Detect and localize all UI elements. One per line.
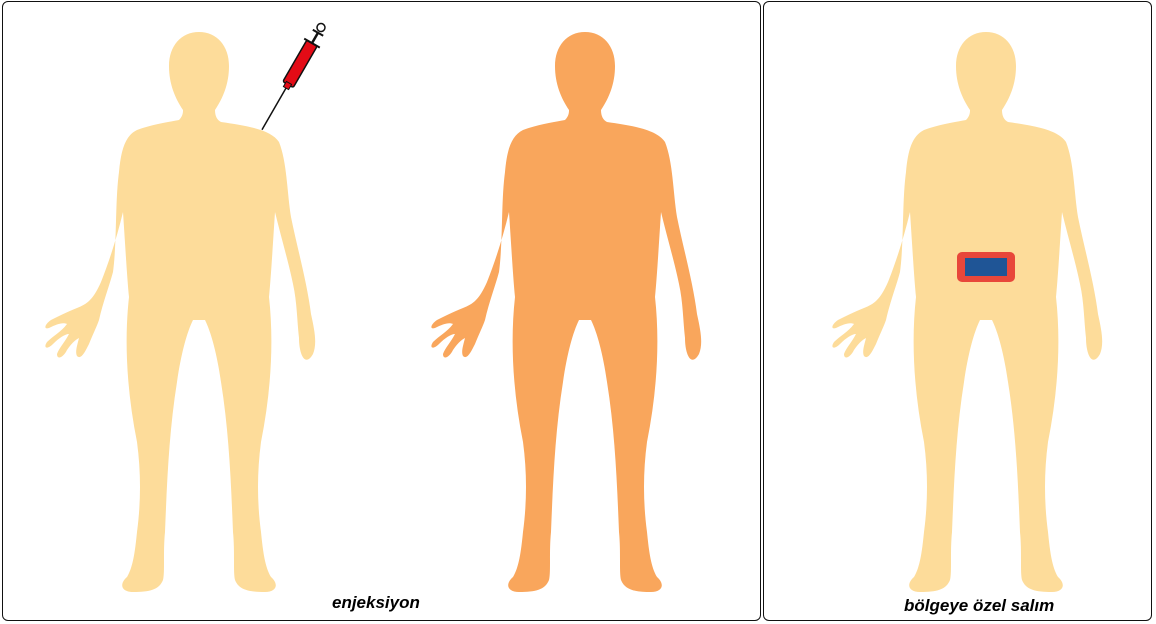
human-silhouette-light (832, 32, 1102, 592)
human-silhouette-light (45, 32, 315, 592)
caption-local-release: bölgeye özel salım (904, 596, 1054, 616)
injection-panel: enjeksiyon (2, 1, 761, 621)
patch-icon (957, 252, 1015, 282)
syringe-icon (254, 20, 331, 135)
caption-injection: enjeksiyon (332, 593, 420, 613)
human-silhouette-orange (431, 32, 701, 592)
local-release-figures (764, 2, 1152, 621)
injection-figures (3, 2, 761, 621)
local-release-panel: bölgeye özel salım (763, 1, 1152, 621)
